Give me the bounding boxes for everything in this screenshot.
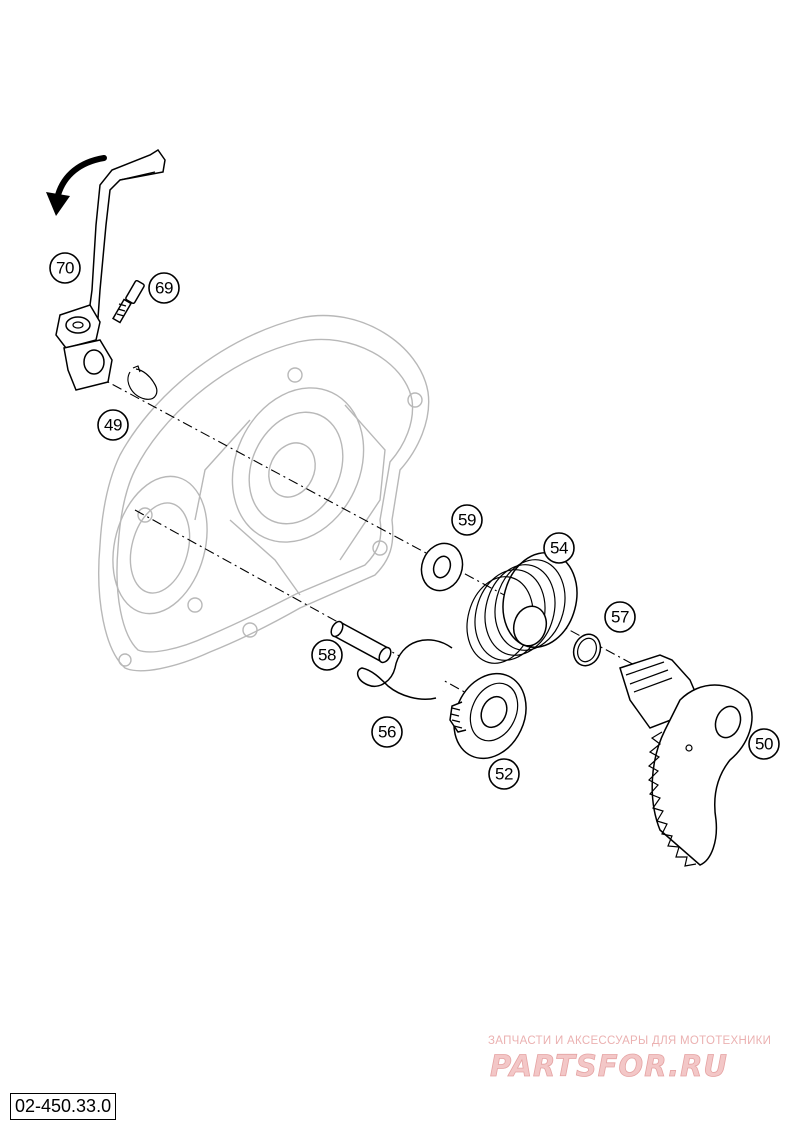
engine-cover-outline <box>98 314 430 672</box>
callout-59: 59 <box>451 504 483 536</box>
watermark-tagline: ЗАПЧАСТИ И АКСЕССУАРЫ ДЛЯ МОТОТЕХНИКИ <box>488 1035 771 1047</box>
callout-69: 69 <box>148 272 180 304</box>
watermark: ЗАПЧАСТИ И АКСЕССУАРЫ ДЛЯ МОТОТЕХНИКИ PA… <box>488 1035 771 1083</box>
callout-label-70: 70 <box>56 259 74 278</box>
callout-label-69: 69 <box>155 279 173 298</box>
diagram-code-label: 02-450.33.0 <box>10 1093 117 1120</box>
watermark-logo: PARTSFOR.RU <box>490 1049 728 1083</box>
callout-56: 56 <box>371 716 403 748</box>
callout-label-58: 58 <box>318 646 336 665</box>
circlip-part <box>127 368 158 400</box>
callout-54: 54 <box>543 532 575 564</box>
callout-label-54: 54 <box>550 539 568 558</box>
callout-label-57: 57 <box>611 608 629 627</box>
callout-57: 57 <box>604 601 636 633</box>
callout-58: 58 <box>311 639 343 671</box>
axis-line-lower <box>134 509 471 696</box>
bolt-part <box>112 279 145 324</box>
callout-label-52: 52 <box>495 765 513 784</box>
callout-label-56: 56 <box>378 723 396 742</box>
callout-70: 70 <box>49 252 81 284</box>
callout-label-50: 50 <box>755 735 773 754</box>
callout-52: 52 <box>488 758 520 790</box>
kick-start-spring <box>466 551 578 664</box>
kick-start-shaft-part <box>619 654 753 867</box>
callout-label-59: 59 <box>458 511 476 530</box>
callout-49: 49 <box>97 409 129 441</box>
kick-start-lever <box>55 148 166 391</box>
rotation-arrow-icon <box>46 155 107 216</box>
callout-label-49: 49 <box>104 416 122 435</box>
callout-50: 50 <box>748 728 780 760</box>
small-washer-part <box>572 633 602 667</box>
pin-part <box>330 620 392 664</box>
washer-part <box>420 542 464 592</box>
ratchet-gear-part <box>449 672 527 760</box>
spring-clip-part <box>356 639 453 700</box>
